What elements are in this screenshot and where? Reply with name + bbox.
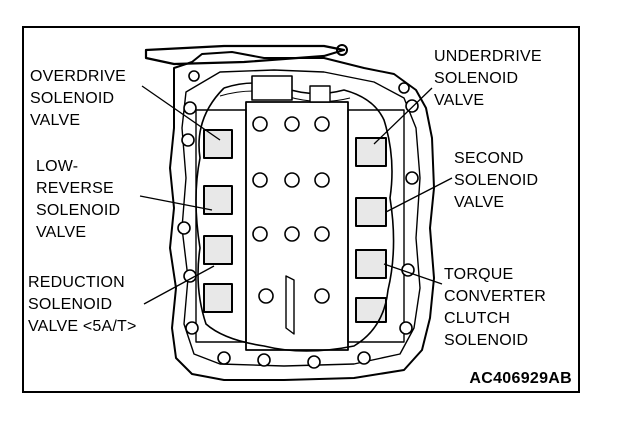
diagram-frame: OVERDRIVE SOLENOID VALVE LOW- REVERSE SO… xyxy=(22,26,580,393)
solenoid-body xyxy=(203,129,233,159)
leader-reduction xyxy=(143,265,215,305)
leader-lines xyxy=(139,85,453,305)
leader-torque-converter xyxy=(383,263,443,285)
wiring-harness xyxy=(195,82,395,352)
left-valve-column xyxy=(195,109,247,343)
solenoid-body xyxy=(203,235,233,265)
top-bracket xyxy=(144,44,346,66)
leader-second xyxy=(385,177,453,213)
solenoid-body xyxy=(355,197,387,227)
leader-low-reverse xyxy=(139,195,213,211)
solenoid-body xyxy=(355,137,387,167)
right-valve-column xyxy=(347,109,405,343)
bolts xyxy=(177,70,419,369)
label-overdrive-solenoid-valve: OVERDRIVE SOLENOID VALVE xyxy=(30,68,127,129)
label-reduction-solenoid-valve: REDUCTION SOLENOID VALVE <5A/T> xyxy=(28,274,137,335)
label-torque-converter-clutch-solenoid: TORQUE CONVERTER CLUTCH SOLENOID xyxy=(444,266,546,349)
leader-overdrive xyxy=(141,85,221,141)
harness-connector xyxy=(251,75,293,101)
label-second-solenoid-valve: SECOND SOLENOID VALVE xyxy=(454,150,539,211)
center-plate xyxy=(245,101,349,351)
solenoid-body xyxy=(203,283,233,313)
solenoid-body xyxy=(355,297,387,323)
inner-rim xyxy=(181,69,421,367)
leader-underdrive xyxy=(373,87,433,145)
figure-code: AC406929AB xyxy=(469,370,572,387)
label-underdrive-solenoid-valve: UNDERDRIVE SOLENOID VALVE xyxy=(434,48,542,109)
valve-body-illustration xyxy=(139,44,453,381)
harness-clip xyxy=(285,275,295,335)
label-low-reverse-solenoid-valve: LOW- REVERSE SOLENOID VALVE xyxy=(36,158,121,241)
solenoid-body xyxy=(355,249,387,279)
